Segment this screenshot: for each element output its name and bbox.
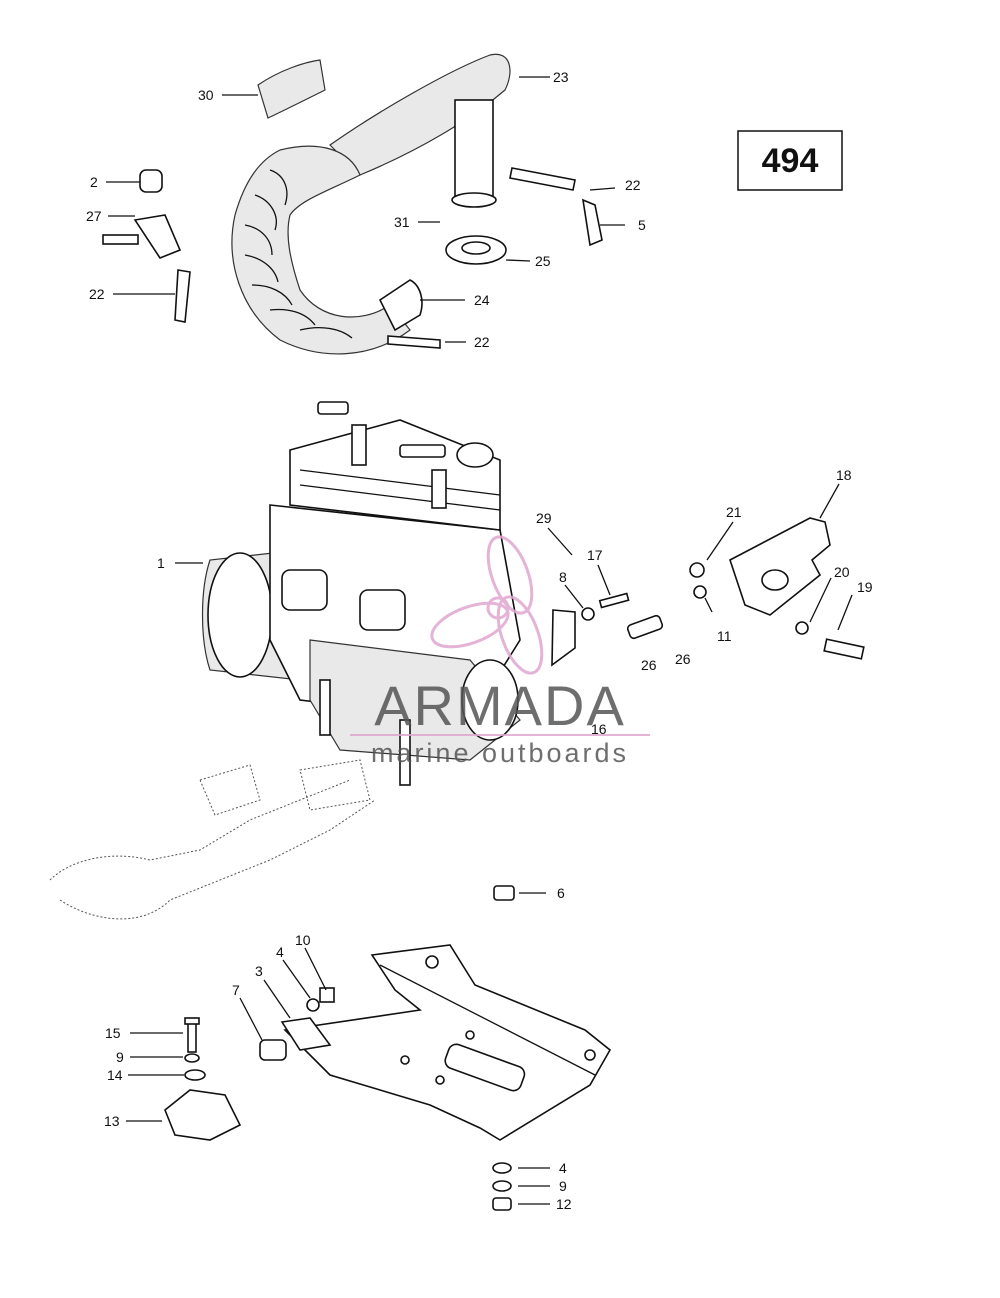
- leader-lines: [106, 76, 853, 1205]
- callout-25: 25: [535, 253, 551, 269]
- drive-shaft-ghost: [49, 759, 376, 920]
- mount-bracket-drawing: [551, 517, 865, 667]
- callout-24: 24: [474, 292, 490, 308]
- callout-30: 30: [198, 87, 214, 103]
- callout-7: 7: [232, 982, 240, 998]
- callout-11: 11: [717, 628, 732, 644]
- callout-1: 1: [157, 555, 165, 571]
- callout-19: 19: [857, 579, 873, 595]
- bottom-hardware-drawing: [492, 1162, 512, 1211]
- callout-15: 15: [105, 1025, 121, 1041]
- callout-8: 8: [559, 569, 567, 585]
- callout-labels: 30 23 2 27 22 22 5 31 25 24 22 1 29 17 8…: [86, 69, 873, 1212]
- callout-10: 10: [295, 932, 311, 948]
- callout-6: 6: [557, 885, 565, 901]
- callout-3: 3: [255, 963, 263, 979]
- callout-16: 16: [591, 721, 607, 737]
- engine-mount-plate-drawing: [283, 944, 612, 1141]
- page-number-box: 494: [737, 130, 843, 191]
- callout-22-left: 22: [89, 286, 105, 302]
- callout-26-left: 26: [641, 657, 657, 673]
- callout-9-lower: 9: [559, 1178, 567, 1194]
- callout-4-upper: 4: [276, 944, 284, 960]
- nut-6-drawing: [493, 885, 515, 901]
- rubber-mount-drawing: [164, 987, 335, 1141]
- callout-27: 27: [86, 208, 102, 224]
- callout-21: 21: [726, 504, 742, 520]
- pipe-bracket-drawing: [102, 169, 191, 323]
- watermark-tagline: marine outboards: [371, 738, 629, 768]
- propeller-logo-icon: [430, 535, 544, 675]
- callout-18: 18: [836, 467, 852, 483]
- callout-4-lower: 4: [559, 1160, 567, 1176]
- armada-watermark: ARMADA marine outboards: [350, 535, 650, 768]
- spring-and-clip-drawing: [387, 167, 603, 349]
- engine-block-drawing: [201, 401, 521, 786]
- callout-23: 23: [553, 69, 569, 85]
- callout-29: 29: [536, 510, 552, 526]
- callout-13: 13: [104, 1113, 120, 1129]
- callout-22-lower: 22: [474, 334, 490, 350]
- callout-12: 12: [556, 1196, 572, 1212]
- callout-9-left: 9: [116, 1049, 124, 1065]
- callout-14: 14: [107, 1067, 123, 1083]
- watermark-brand: ARMADA: [374, 674, 626, 737]
- exhaust-pipe-drawing: [231, 53, 511, 355]
- callout-17: 17: [587, 547, 603, 563]
- callout-5: 5: [638, 217, 646, 233]
- callout-20: 20: [834, 564, 850, 580]
- callout-2: 2: [90, 174, 98, 190]
- callout-26-right: 26: [675, 651, 691, 667]
- page-number: 494: [762, 142, 819, 180]
- callout-31: 31: [394, 214, 410, 230]
- callout-22-right: 22: [625, 177, 641, 193]
